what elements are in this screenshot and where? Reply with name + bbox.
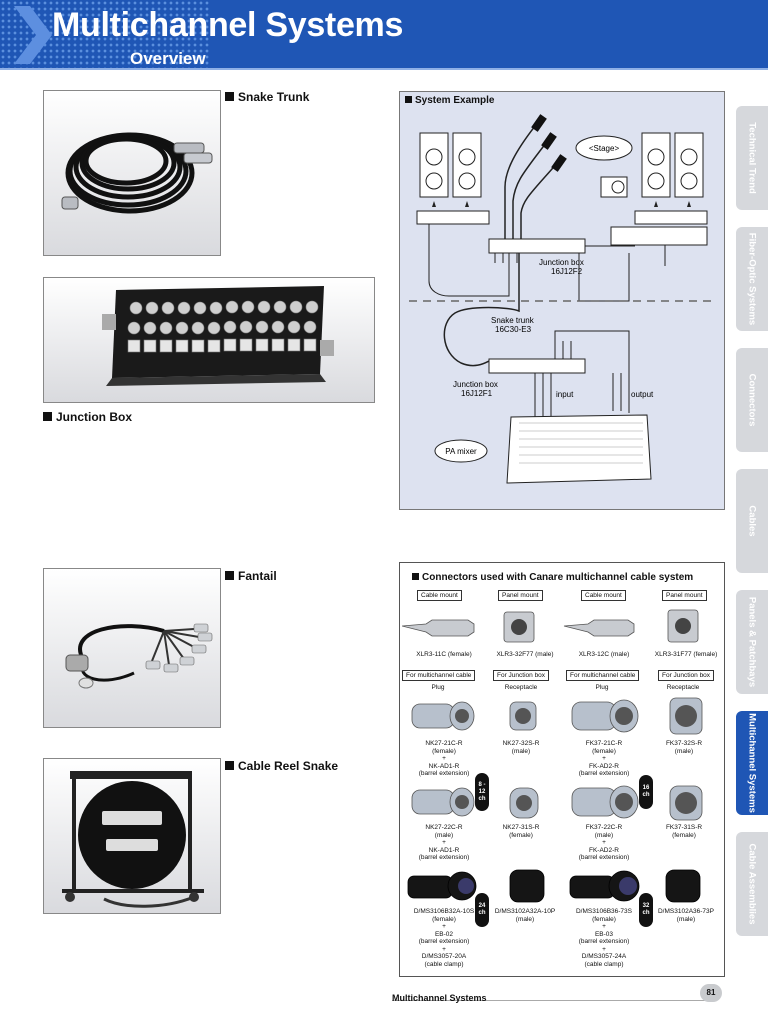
row4-cap-3: D/MS3106B36-73S (female) + EB-03 (barrel… — [575, 908, 632, 968]
system-diagram: <Stage> Junction box 16J12F2 Snake trunk… — [409, 114, 714, 484]
junction-box-label: Junction Box — [43, 410, 132, 424]
row1-tag-4: Panel mount — [662, 590, 707, 601]
row2-tag-2: For Junction box — [493, 670, 550, 681]
input-label: input — [556, 390, 574, 399]
page-subtitle: Overview — [130, 49, 206, 68]
row2-connector-images — [411, 697, 703, 735]
header-chevron-icon — [14, 6, 52, 64]
stage-label: <Stage> — [589, 144, 620, 153]
footer-section: Multichannel Systems — [392, 993, 487, 1003]
junction-box-bottom-model: 16J12F1 — [461, 389, 493, 398]
junction-box-photo — [43, 277, 375, 403]
cable-reel-image — [62, 771, 204, 908]
row2-hdr-2: Receptacle — [504, 684, 538, 691]
header-divider — [0, 68, 768, 70]
row2-tag-3: For multichannel cable — [566, 670, 640, 681]
snake-trunk-image — [61, 132, 213, 214]
row4-connector-images — [407, 869, 701, 903]
row3-cap-1: NK27-22C-R (male) + NK-AD1-R (barrel ext… — [418, 824, 470, 861]
row2-tag-1: For multichannel cable — [402, 670, 476, 681]
connectors-title: Connectors used with Canare multichannel… — [412, 572, 693, 583]
tab-connectors[interactable]: Connectors — [736, 348, 768, 452]
fantail-label: Fantail — [225, 569, 277, 583]
row3-connector-images — [411, 785, 703, 821]
cable-reel-photo — [43, 758, 221, 914]
junction-box-top-model: 16J12F2 — [551, 267, 583, 276]
footer-divider — [392, 1000, 710, 1001]
fantail-image — [65, 623, 213, 689]
tab-technical-trend[interactable]: Technical Trend — [736, 106, 768, 210]
snake-trunk-photo — [43, 90, 221, 256]
channel-badge-24: 24 ch — [475, 893, 489, 927]
tab-cable-assemblies[interactable]: Cable Assemblies — [736, 832, 768, 936]
channel-badge-8-12: 8 - 12 ch — [475, 773, 489, 811]
row4-cap-4: D/MS3102A36-73P (male) — [657, 908, 714, 923]
row1-tag-3: Cable mount — [581, 590, 626, 601]
tab-cables[interactable]: Cables — [736, 469, 768, 573]
fantail-photo — [43, 568, 221, 728]
tab-panels-patchbays[interactable]: Panels & Patchbays — [736, 590, 768, 694]
tab-fiber-optic-systems[interactable]: Fiber-Optic Systems — [736, 227, 768, 331]
snake-trunk-diagram-model: 16C30-E3 — [495, 325, 532, 334]
channel-badge-32: 32 ch — [639, 893, 653, 927]
page-title: Multichannel Systems — [52, 6, 404, 44]
row2-hdr-3: Plug — [595, 684, 609, 691]
row2-hdr-4: Receptacle — [666, 684, 700, 691]
row4-cap-2: D/MS3102A32A-10P (male) — [494, 908, 556, 923]
header-dot-pattern — [0, 0, 210, 70]
snake-trunk-diagram-label: Snake trunk — [491, 316, 535, 325]
snake-trunk-label: Snake Trunk — [225, 90, 309, 104]
row1-cap-1: XLR3-11C (female) — [416, 651, 472, 658]
junction-box-bottom-label: Junction box — [453, 380, 498, 389]
row3-cap-2: NK27-31S-R (female) — [502, 824, 540, 839]
row4-cap-1: D/MS3106B32A-10S (female) + EB-02 (barre… — [413, 908, 475, 968]
row1-cap-3: XLR3-12C (male) — [578, 651, 630, 658]
row2-cap-2: NK27-32S-R (male) — [502, 740, 540, 755]
row2-tag-4: For Junction box — [658, 670, 715, 681]
row3-cap-3: FK37-22C-R (male) + FK-AD2-R (barrel ext… — [578, 824, 630, 861]
row2-cap-4: FK37-32S-R (male) — [665, 740, 703, 755]
cable-reel-label: Cable Reel Snake — [225, 759, 338, 773]
junction-box-top-label: Junction box — [539, 258, 584, 267]
row3-cap-4: FK37-31S-R (female) — [665, 824, 703, 839]
row1-cap-2: XLR3-32F77 (male) — [496, 651, 554, 658]
row1-cap-4: XLR3-31F77 (female) — [654, 651, 718, 658]
row1-connector-images — [402, 609, 699, 643]
row1-tag-2: Panel mount — [498, 590, 543, 601]
row2-cap-3: FK37-21C-R (female) + FK-AD2-R (barrel e… — [578, 740, 630, 777]
pa-mixer-label: PA mixer — [445, 447, 477, 456]
row1-tag-1: Cable mount — [417, 590, 462, 601]
channel-badge-16: 16 ch — [639, 775, 653, 809]
system-example-title: System Example — [405, 95, 495, 106]
tab-multichannel-systems[interactable]: Multichannel Systems — [736, 711, 768, 815]
page-number: 81 — [700, 984, 722, 1002]
row2-hdr-1: Plug — [431, 684, 445, 691]
row2-cap-1: NK27-21C-R (female) + NK-AD1-R (barrel e… — [418, 740, 470, 777]
output-label: output — [631, 390, 654, 399]
junction-box-image — [102, 286, 334, 386]
